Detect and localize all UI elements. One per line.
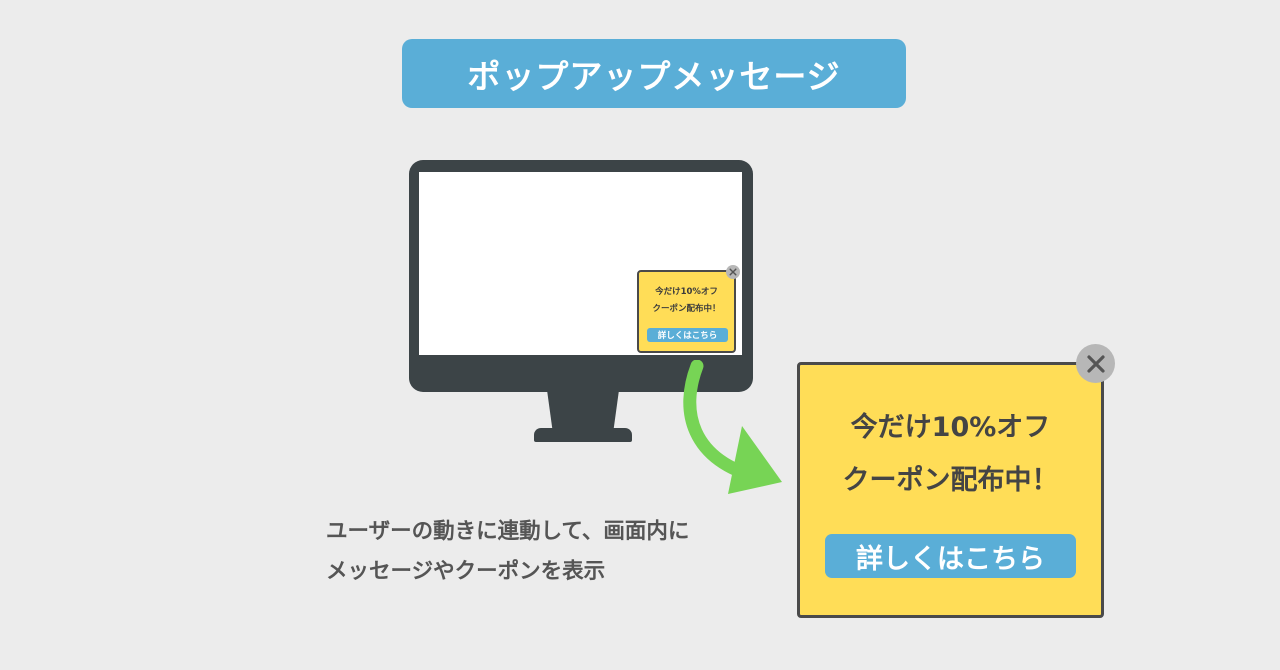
- mini-popup-line2: クーポン配布中！: [652, 304, 721, 314]
- page-title: ポップアップメッセージ: [402, 39, 906, 108]
- mini-popup-details-button: 詳しくはこちら: [647, 328, 728, 342]
- close-icon[interactable]: [1076, 344, 1115, 383]
- monitor-base: [534, 428, 632, 442]
- popup-line2: クーポン配布中！: [842, 465, 1059, 496]
- caption-line1: ユーザーの動きに連動して、画面内に: [326, 519, 690, 544]
- popup-message: 今だけ10%オフ クーポン配布中！: [800, 401, 1101, 507]
- monitor-neck: [547, 390, 619, 432]
- mini-popup-message: 今だけ10%オフ クーポン配布中！: [639, 284, 734, 318]
- details-button[interactable]: 詳しくはこちら: [825, 534, 1076, 578]
- mini-popup-line1: 今だけ10%オフ: [655, 287, 718, 297]
- mini-close-icon: [726, 265, 740, 279]
- popup-dialog: 今だけ10%オフ クーポン配布中！ 詳しくはこちら: [797, 362, 1104, 618]
- popup-line1: 今だけ10%オフ: [850, 412, 1051, 443]
- arrow-icon: [683, 360, 782, 494]
- caption-line2: メッセージやクーポンを表示: [326, 559, 606, 584]
- description-caption: ユーザーの動きに連動して、画面内に メッセージやクーポンを表示: [326, 512, 689, 592]
- mini-popup: 今だけ10%オフ クーポン配布中！ 詳しくはこちら: [637, 270, 736, 353]
